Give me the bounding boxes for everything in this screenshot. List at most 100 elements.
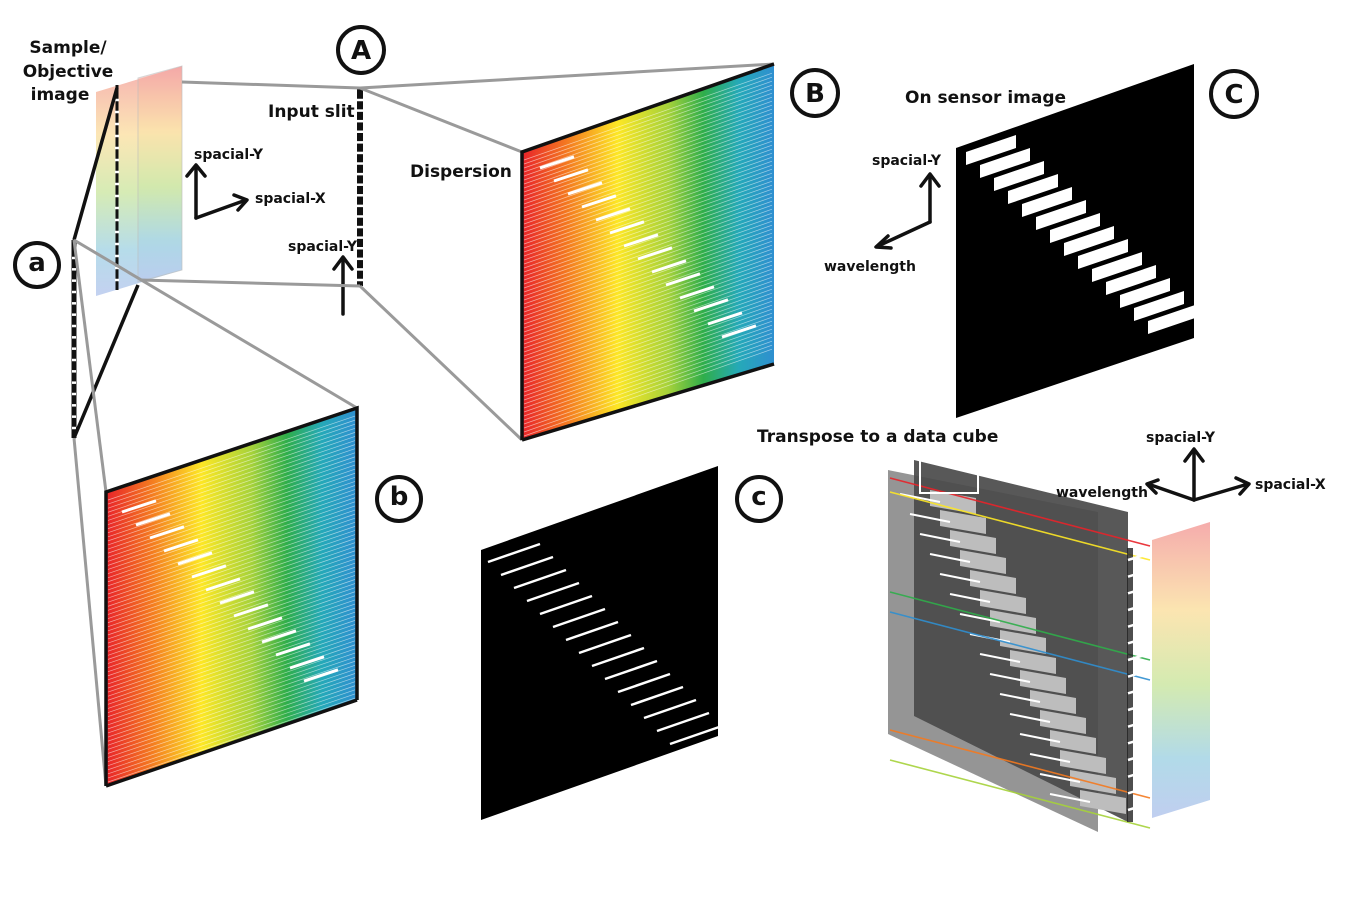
sensor-lines-c [487, 542, 736, 759]
dispersion-line [107, 493, 356, 578]
dispersion-line [107, 624, 356, 709]
sensor-axis-y-label: spacial-Y [872, 153, 942, 169]
dispersion-line [523, 228, 773, 317]
dispersion-line [107, 620, 356, 705]
sample-stripes [115, 98, 119, 282]
dispersion-line [523, 232, 773, 321]
connector-small-slit-panel-bottom [72, 437, 108, 787]
marker-B: B [790, 68, 840, 118]
dispersion-line [107, 526, 356, 611]
stripe [1127, 585, 1151, 595]
dispersion-line [523, 308, 773, 397]
dispersion-line [107, 472, 356, 558]
dispersion-line [107, 652, 356, 738]
stripe [1127, 768, 1151, 778]
cube-lines [889, 477, 1151, 829]
dispersion-line [523, 256, 773, 345]
dispersion-line [107, 595, 356, 681]
cube-axis-wavelength-label: wavelength [1056, 485, 1148, 501]
dispersion-line [523, 220, 773, 309]
sensor-line [578, 633, 632, 655]
cube-bar [1080, 790, 1126, 814]
dispersion-line [107, 570, 356, 656]
dispersion-line [107, 587, 356, 672]
dispersion-line [523, 336, 773, 425]
dispersion-line [523, 224, 773, 313]
dispersion-line [523, 108, 773, 197]
cube-trace [889, 729, 1151, 799]
dispersion-line [107, 583, 356, 668]
input-slit-label: Input slit [268, 102, 355, 122]
marker-c: c [735, 475, 783, 523]
sensor-bar [980, 148, 1030, 178]
dispersion-line [523, 248, 773, 337]
cube-axes: spacial-Y wavelength spacial-X [1056, 430, 1326, 502]
dispersion-line [107, 693, 356, 779]
dispersion-line [107, 603, 356, 689]
connector-slit-dispersion-top [359, 62, 775, 90]
dispersion-line [107, 615, 356, 701]
sensor-image-label: On sensor image [905, 88, 1066, 108]
cube-trace [889, 491, 1151, 561]
dispersion-line [107, 415, 356, 501]
cube-trace [889, 477, 1151, 547]
dispersion-line [523, 172, 773, 261]
cube-line [909, 513, 951, 523]
stripe [1127, 802, 1151, 812]
dispersion-line [523, 88, 773, 177]
sensor-line [500, 555, 554, 577]
connector-slit-dispersion-bottom [358, 284, 524, 442]
dispersion-line [107, 689, 356, 775]
signal-bar [609, 220, 645, 235]
signal-bar [289, 655, 325, 670]
dispersion-line [523, 152, 773, 241]
sensor-line [656, 711, 710, 733]
dispersion-line [523, 268, 773, 357]
marker-A: A [336, 25, 386, 75]
dispersion-line [523, 132, 773, 221]
dispersion-line [523, 124, 773, 213]
dispersion-line [107, 444, 356, 529]
dispersion-line [523, 100, 773, 189]
sample-objective-image [96, 65, 183, 296]
signal-bar [233, 603, 269, 618]
dispersion-line [523, 240, 773, 329]
dispersion-line [523, 332, 773, 421]
cube-line [999, 693, 1041, 703]
dispersion-line [523, 136, 773, 225]
dispersion-line [523, 328, 773, 417]
dispersion-line [107, 489, 356, 574]
cube-line [1049, 793, 1091, 803]
svg-text:b: b [390, 482, 409, 512]
dispersion-line [523, 140, 773, 229]
dispersion-line [107, 611, 356, 697]
dispersion-line [523, 348, 773, 437]
dispersion-line [107, 419, 356, 505]
signal-bar [163, 538, 199, 553]
stripe [1127, 568, 1151, 578]
dispersion-line [107, 656, 356, 742]
slit-stripes [357, 98, 363, 282]
sensor-bar [966, 135, 1016, 165]
dispersion-line [107, 517, 356, 603]
signal-bar [567, 181, 603, 196]
dispersion-line [107, 456, 356, 542]
cube-bar [1020, 670, 1066, 694]
cube-front-spectrum-plane [1152, 522, 1210, 818]
signal-bar [177, 551, 213, 566]
signal-bar [247, 616, 283, 631]
dispersion-line [523, 84, 773, 173]
stripe [1127, 702, 1151, 712]
sample-label-line1: Sample/ [29, 38, 107, 58]
signal-bar [679, 285, 715, 300]
cube-bar [1010, 650, 1056, 674]
signal-bar [637, 246, 673, 261]
small-slit [71, 240, 77, 438]
dispersion-line [107, 599, 356, 685]
sensor-line [552, 607, 606, 629]
dispersion-line [523, 92, 773, 181]
dispersion-line [523, 324, 773, 413]
marker-a: a [13, 241, 61, 289]
marker-C: C [1209, 69, 1259, 119]
dispersion-line [107, 521, 356, 607]
